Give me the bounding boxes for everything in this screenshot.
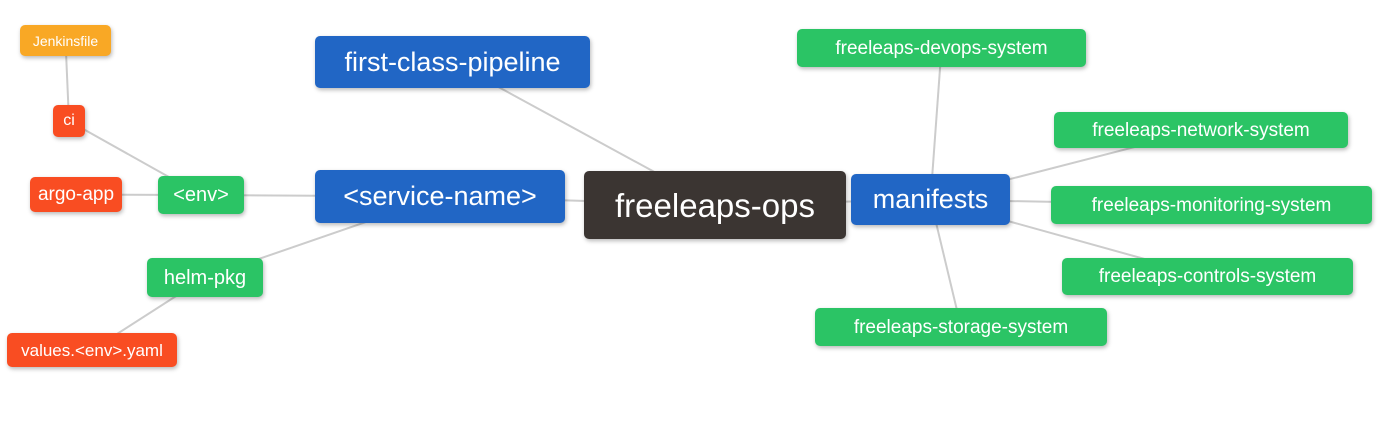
node-monitoring-system[interactable]: freeleaps-monitoring-system [1051, 186, 1372, 224]
node-label-manifests: manifests [872, 184, 989, 214]
node-label-helm-pkg: helm-pkg [163, 266, 247, 289]
node-argo-app[interactable]: argo-app [30, 177, 122, 212]
node-label-values-env-yaml: values.<env>.yaml [21, 340, 163, 360]
node-label-network-system: freeleaps-network-system [1092, 119, 1310, 141]
node-network-system[interactable]: freeleaps-network-system [1054, 112, 1348, 148]
node-label-env: <env> [173, 184, 229, 206]
node-label-monitoring-system: freeleaps-monitoring-system [1091, 194, 1332, 216]
node-env[interactable]: <env> [158, 176, 244, 214]
node-label-first-class-pipeline: first-class-pipeline [344, 46, 561, 77]
node-controls-system[interactable]: freeleaps-controls-system [1062, 258, 1353, 295]
node-manifests[interactable]: manifests [851, 174, 1010, 225]
node-label-argo-app: argo-app [37, 184, 115, 205]
node-devops-system[interactable]: freeleaps-devops-system [797, 29, 1086, 67]
node-values-env-yaml[interactable]: values.<env>.yaml [7, 333, 177, 367]
node-label-jenkinsfile: Jenkinsfile [32, 32, 99, 49]
node-service-name[interactable]: <service-name> [315, 170, 565, 223]
node-label-controls-system: freeleaps-controls-system [1098, 266, 1317, 287]
node-first-class-pipeline[interactable]: first-class-pipeline [315, 36, 590, 88]
node-ci[interactable]: ci [53, 105, 85, 137]
node-freeleaps-ops[interactable]: freeleaps-ops [584, 171, 846, 239]
node-label-service-name: <service-name> [343, 181, 537, 211]
node-label-freeleaps-ops: freeleaps-ops [615, 186, 815, 224]
node-label-storage-system: freeleaps-storage-system [853, 316, 1069, 338]
node-label-ci: ci [63, 112, 75, 129]
node-storage-system[interactable]: freeleaps-storage-system [815, 308, 1107, 346]
node-jenkinsfile[interactable]: Jenkinsfile [20, 25, 111, 56]
node-helm-pkg[interactable]: helm-pkg [147, 258, 263, 297]
node-label-devops-system: freeleaps-devops-system [835, 37, 1048, 59]
